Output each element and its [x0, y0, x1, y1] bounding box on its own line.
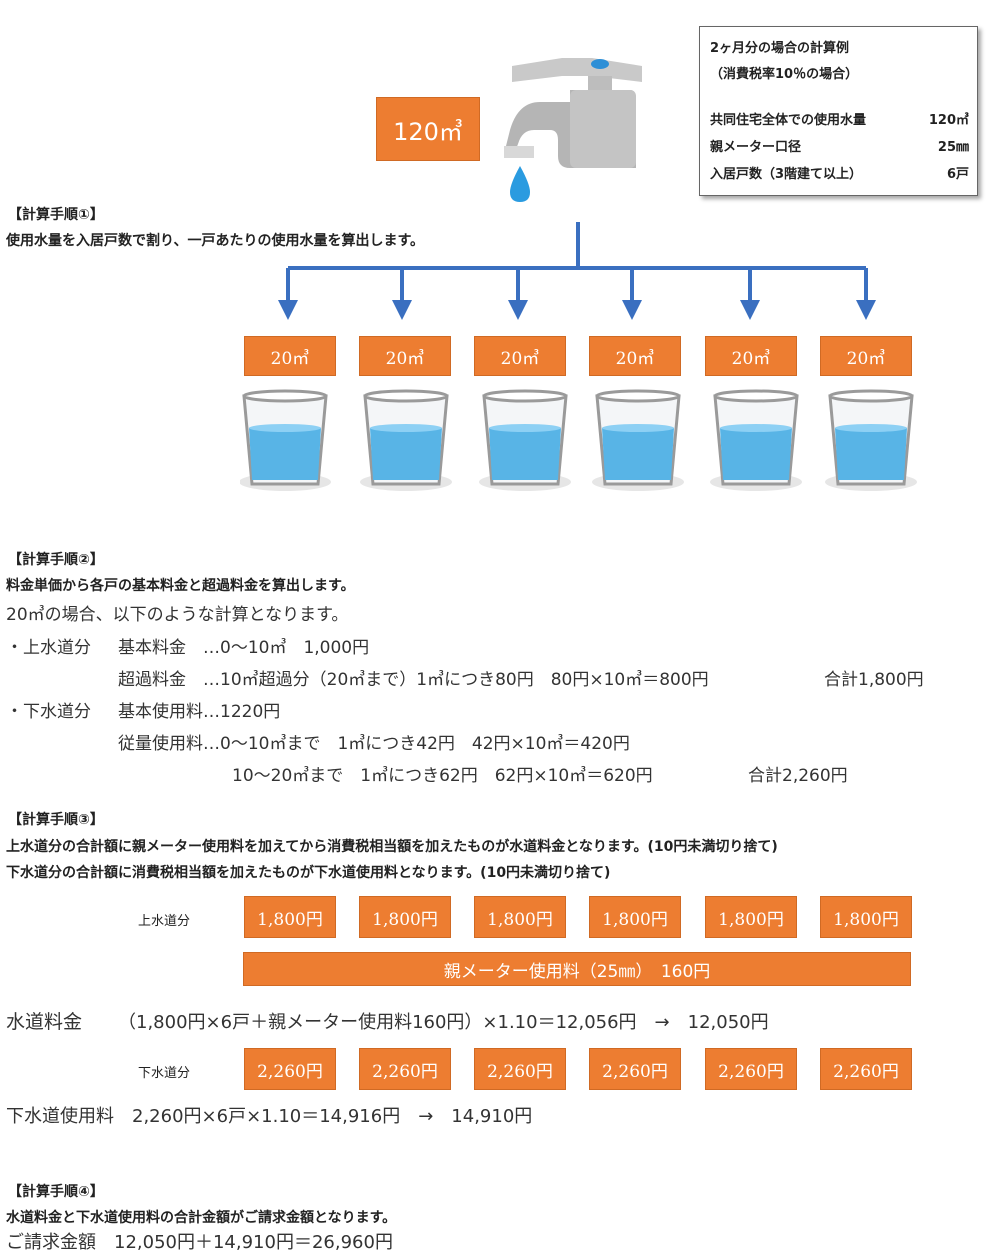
water-fee-box: 1,800円 — [474, 896, 566, 938]
unit-volume-box: 20㎥ — [589, 336, 681, 376]
step2-text: 料金単価から各戸の基本料金と超過料金を算出します。 — [6, 578, 355, 594]
info-row-value: 25㎜ — [937, 140, 969, 155]
unit-volume-box: 20㎥ — [820, 336, 912, 376]
info-row-label: 親メーター口径 — [710, 140, 802, 155]
billing-total: ご請求金額 12,050円＋14,910円＝26,960円 — [6, 1232, 393, 1253]
glass-icon — [708, 389, 804, 493]
water-fee-box: 1,800円 — [589, 896, 681, 938]
unit-volume-box: 20㎥ — [705, 336, 797, 376]
water-excess-fee: 超過料金 …10㎥超過分（20㎥まで）1㎥につき80円 80円×10㎥＝800円 — [118, 670, 709, 690]
info-row-label: 共同住宅全体での使用水量 — [710, 113, 867, 128]
glass-icon — [590, 389, 686, 493]
sewer-row-label: 下水道分 — [138, 1066, 191, 1081]
sewer-calc: 下水道使用料 2,260円×6戸×1.10＝14,916円 → 14,910円 — [6, 1106, 533, 1127]
total-volume-box: 120㎥ — [376, 97, 480, 161]
step3-text-water: 上水道分の合計額に親メーター使用料を加えてから消費税相当額を加えたものが水道料金… — [6, 839, 778, 855]
info-row-value: 6戸 — [946, 167, 969, 182]
glass-icon — [823, 389, 919, 493]
sewer-fee-box: 2,260円 — [244, 1048, 336, 1090]
step3-heading: 【計算手順③】 — [8, 812, 104, 828]
water-calc-label: 水道料金 — [6, 1011, 83, 1033]
sewer-fee-box: 2,260円 — [820, 1048, 912, 1090]
unit-volume-box: 20㎥ — [359, 336, 451, 376]
water-label: ・上水道分 — [6, 638, 91, 658]
water-row-label: 上水道分 — [138, 914, 191, 929]
unit-volume-box: 20㎥ — [474, 336, 566, 376]
unit-volume-box: 20㎥ — [244, 336, 336, 376]
sewer-label: ・下水道分 — [6, 702, 91, 722]
water-fee-box: 1,800円 — [244, 896, 336, 938]
faucet-icon — [504, 58, 642, 202]
water-fee-box: 1,800円 — [705, 896, 797, 938]
sewer-fee-box: 2,260円 — [474, 1048, 566, 1090]
step2-heading: 【計算手順②】 — [8, 552, 104, 568]
sewer-total: 合計2,260円 — [748, 766, 848, 786]
step4-heading: 【計算手順④】 — [8, 1184, 104, 1200]
water-total: 合計1,800円 — [824, 670, 924, 690]
info-title: 2ヶ月分の場合の計算例 — [710, 41, 850, 56]
sewer-fee-box: 2,260円 — [589, 1048, 681, 1090]
water-fee-box: 1,800円 — [359, 896, 451, 938]
info-row-label: 入居戸数（3階建て以上） — [710, 167, 863, 182]
glass-icon — [358, 389, 454, 493]
parent-meter-fee-bar: 親メーター使用料（25㎜） 160円 — [243, 952, 911, 986]
water-calc: （1,800円×6戸＋親メーター使用料160円）×1.10＝12,056円 → … — [118, 1012, 769, 1033]
distribution-arrows — [278, 222, 876, 320]
info-row-value: 120㎥ — [928, 113, 969, 128]
step3-text-sewer: 下水道分の合計額に消費税相当額を加えたものが下水道使用料となります。(10円未満… — [6, 865, 611, 881]
info-subtitle: （消費税率10％の場合） — [710, 67, 859, 82]
sewer-usage-fee: 従量使用料…0～10㎥まで 1㎥につき42円 42円×10㎥＝420円 — [118, 734, 630, 754]
step1-heading: 【計算手順①】 — [8, 207, 104, 223]
step1-text: 使用水量を入居戸数で割り、一戸あたりの使用水量を算出します。 — [6, 233, 425, 249]
glass-icon — [477, 389, 573, 493]
example-info-box: 2ヶ月分の場合の計算例 （消費税率10％の場合） 共同住宅全体での使用水量 12… — [699, 26, 978, 196]
water-basic-fee: 基本料金 …0～10㎥ 1,000円 — [118, 638, 370, 658]
step4-text: 水道料金と下水道使用料の合計金額がご請求金額となります。 — [6, 1210, 397, 1226]
sewer-fee-box: 2,260円 — [705, 1048, 797, 1090]
water-glasses — [240, 389, 919, 493]
sewer-fee-box: 2,260円 — [359, 1048, 451, 1090]
glass-icon — [240, 389, 333, 493]
water-fee-box: 1,800円 — [820, 896, 912, 938]
sewer-basic-fee: 基本使用料…1220円 — [118, 702, 281, 722]
step2-intro: 20㎥の場合、以下のような計算となります。 — [6, 605, 349, 625]
sewer-usage-fee-tier2: 10～20㎥まで 1㎥につき62円 62円×10㎥＝620円 — [232, 766, 653, 786]
